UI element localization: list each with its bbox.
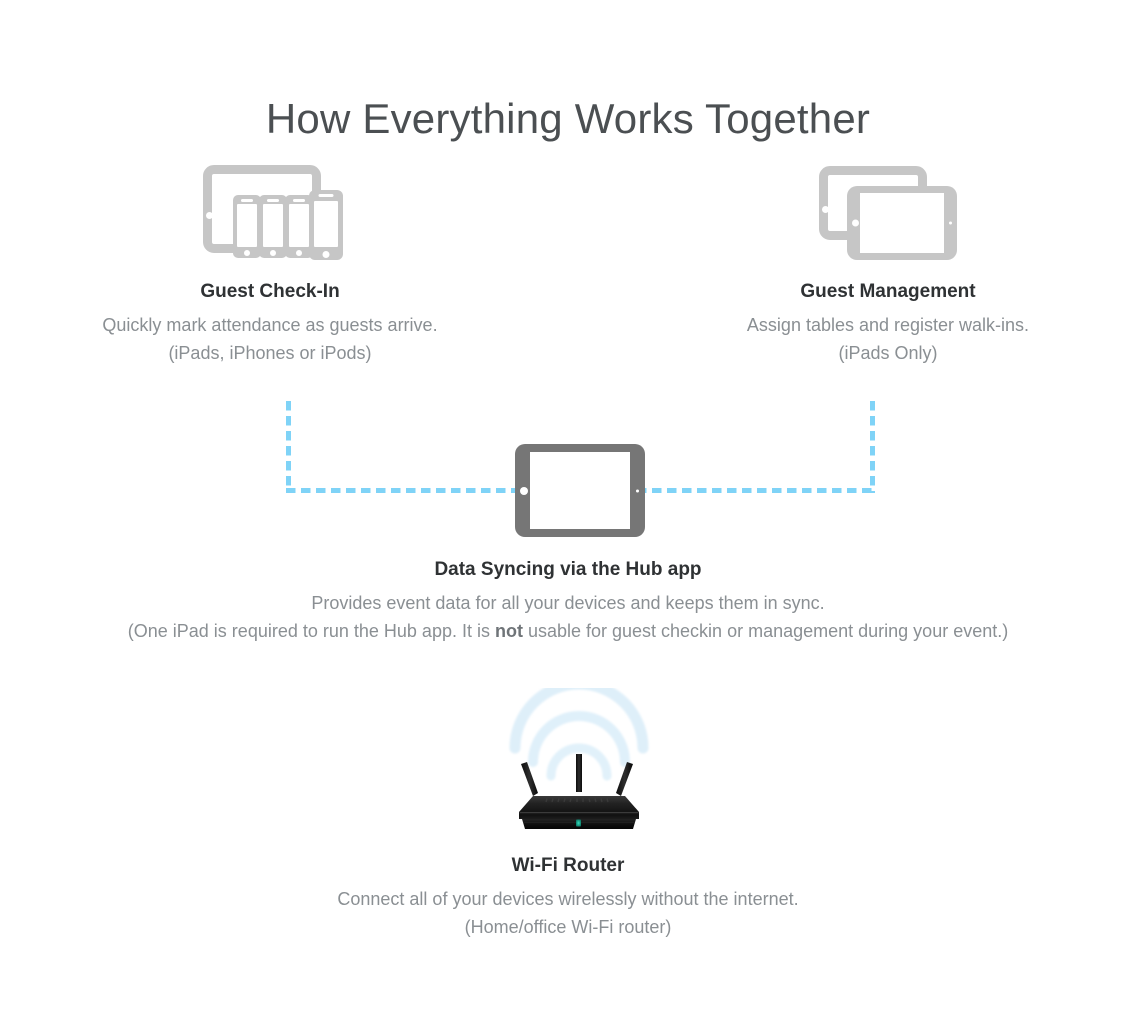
data-syncing-note-part1: (One iPad is required to run the Hub app… <box>127 621 495 642</box>
dashed-line-right-horizontal <box>637 488 875 493</box>
tablet-home-button-icon <box>520 486 528 495</box>
phone-icon <box>233 195 261 258</box>
phone-home-button-icon <box>244 249 250 256</box>
phone-speaker-icon <box>318 194 334 197</box>
two-tablets-icon <box>819 166 957 260</box>
dashed-line-left-horizontal <box>286 488 525 493</box>
guest-checkin-title: Guest Check-In <box>200 281 340 302</box>
tablet-screen <box>860 193 944 253</box>
phone-screen <box>314 201 338 247</box>
guest-management-title: Guest Management <box>800 281 976 302</box>
phone-icon <box>309 190 343 260</box>
phone-screen <box>289 204 309 247</box>
hub-tablet-icon <box>515 444 645 537</box>
guest-management-devices: (iPads Only) <box>838 343 938 364</box>
router-led-indicator <box>576 819 581 827</box>
dashed-line-left-vertical <box>286 401 291 493</box>
guest-checkin-description: Quickly mark attendance as guests arrive… <box>102 314 438 335</box>
data-syncing-note: (One iPad is required to run the Hub app… <box>0 617 1136 646</box>
page-title: How Everything Works Together <box>265 95 871 143</box>
tablet-and-phones-icon <box>195 165 345 260</box>
guest-checkin-icon-slot <box>20 150 520 260</box>
phone-screen <box>263 204 283 247</box>
wifi-router-devices: (Home/office Wi-Fi router) <box>464 917 672 938</box>
phone-speaker-icon <box>293 199 305 202</box>
phone-icon <box>285 195 313 258</box>
wifi-router-title: Wi-Fi Router <box>511 855 625 876</box>
tablet-front-icon <box>847 186 957 260</box>
wifi-router-icon <box>497 678 661 836</box>
section-wifi-router-icon-slot <box>0 678 1136 838</box>
wifi-router-description: Connect all of your devices wirelessly w… <box>337 888 799 909</box>
phone-screen <box>237 204 257 247</box>
tablet-home-button-icon <box>205 212 213 219</box>
hub-tablet-screen <box>530 452 630 529</box>
phone-home-button-icon <box>270 249 276 256</box>
tablet-home-button-icon <box>821 206 829 213</box>
guest-checkin-caption: Guest Check-In Quickly mark attendance a… <box>20 279 520 368</box>
data-syncing-title: Data Syncing via the Hub app <box>434 559 702 580</box>
data-syncing-note-emphasis: not <box>494 621 523 642</box>
tablet-home-button-icon <box>851 219 859 227</box>
tablet-camera-icon <box>948 221 952 225</box>
guest-management-caption: Guest Management Assign tables and regis… <box>640 279 1136 368</box>
phone-home-button-icon <box>322 250 330 258</box>
data-syncing-note-part2: usable for guest checkin or management d… <box>522 621 1009 642</box>
phone-home-button-icon <box>296 249 302 256</box>
guest-checkin-devices: (iPads, iPhones or iPods) <box>168 343 372 364</box>
phone-icon <box>259 195 287 258</box>
section-guest-checkin: Guest Check-In Quickly mark attendance a… <box>20 150 520 368</box>
tablet-camera-icon <box>636 489 639 492</box>
guest-management-icon-slot <box>640 150 1136 260</box>
guest-management-description: Assign tables and register walk-ins. <box>746 314 1030 335</box>
data-syncing-description: Provides event data for all your devices… <box>311 592 825 613</box>
dashed-bracket-connector <box>0 396 1136 546</box>
dashed-line-right-vertical <box>870 401 875 493</box>
wifi-router-caption: Wi-Fi Router Connect all of your devices… <box>0 853 1136 942</box>
data-syncing-caption: Data Syncing via the Hub app Provides ev… <box>0 557 1136 646</box>
wifi-router-illustration <box>509 678 649 829</box>
phone-speaker-icon <box>241 199 253 202</box>
phone-speaker-icon <box>267 199 279 202</box>
section-guest-management: Guest Management Assign tables and regis… <box>640 150 1136 368</box>
